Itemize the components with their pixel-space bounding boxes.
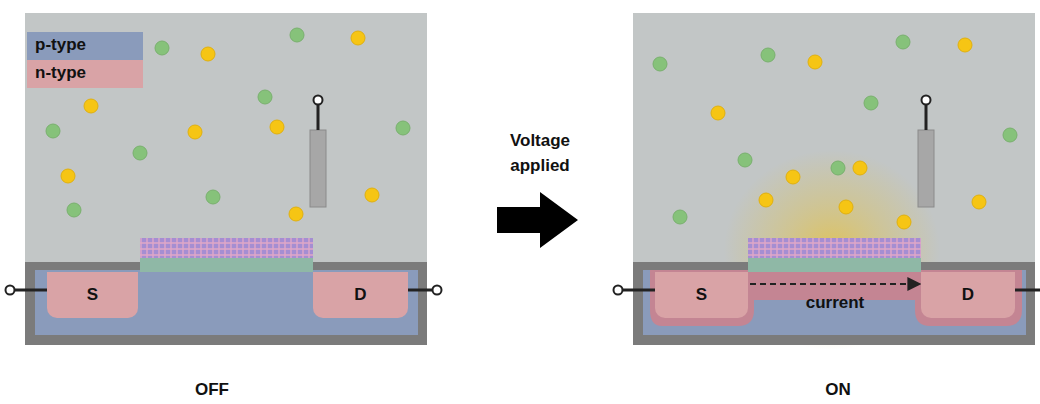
green-ion bbox=[1003, 128, 1017, 142]
region-letter: D bbox=[354, 285, 366, 305]
yellow-ion bbox=[759, 193, 773, 207]
current-arrow bbox=[750, 283, 920, 285]
green-ion bbox=[290, 28, 304, 42]
yellow-ion bbox=[201, 47, 215, 61]
transition-arrow bbox=[497, 192, 578, 248]
yellow-ion bbox=[365, 188, 379, 202]
yellow-ion bbox=[839, 200, 853, 214]
green-ion bbox=[155, 41, 169, 55]
green-ion bbox=[258, 90, 272, 104]
yellow-ion bbox=[289, 207, 303, 221]
green-ion bbox=[396, 121, 410, 135]
green-ion bbox=[46, 124, 60, 138]
state-label: ON bbox=[788, 377, 888, 402]
green-ion bbox=[206, 190, 220, 204]
green-ion bbox=[133, 146, 147, 160]
legend-text: p-type bbox=[35, 35, 86, 54]
state-label: OFF bbox=[162, 377, 262, 402]
legend-swatch: p-type bbox=[27, 32, 143, 60]
yellow-ion bbox=[958, 38, 972, 52]
yellow-ion bbox=[897, 215, 911, 229]
region-letter: S bbox=[696, 285, 707, 305]
region-letter: D bbox=[962, 285, 974, 305]
yellow-ion bbox=[188, 125, 202, 139]
green-ion bbox=[831, 161, 845, 175]
source-region: S bbox=[655, 272, 748, 318]
ion-dots bbox=[46, 28, 1017, 229]
green-ion bbox=[673, 210, 687, 224]
yellow-ion bbox=[351, 31, 365, 45]
yellow-ion bbox=[786, 170, 800, 184]
legend-swatch: n-type bbox=[27, 60, 143, 88]
yellow-ion bbox=[853, 161, 867, 175]
arrow-caption: Voltage applied bbox=[485, 128, 595, 178]
legend-text: n-type bbox=[35, 63, 86, 82]
yellow-ion bbox=[972, 195, 986, 209]
drain-region: D bbox=[921, 272, 1015, 318]
green-ion bbox=[896, 35, 910, 49]
green-ion bbox=[864, 96, 878, 110]
yellow-ion bbox=[270, 120, 284, 134]
source-region: S bbox=[47, 272, 138, 318]
yellow-ion bbox=[84, 99, 98, 113]
off-state-panel bbox=[6, 13, 442, 345]
edge-label: current bbox=[806, 293, 865, 313]
green-ion bbox=[761, 48, 775, 62]
yellow-ion bbox=[61, 169, 75, 183]
green-ion bbox=[67, 203, 81, 217]
drain-region: D bbox=[313, 272, 408, 318]
yellow-ion bbox=[711, 106, 725, 120]
region-letter: S bbox=[87, 285, 98, 305]
yellow-ion bbox=[808, 55, 822, 69]
on-state-panel bbox=[614, 13, 1040, 350]
green-ion bbox=[738, 153, 752, 167]
green-ion bbox=[653, 57, 667, 71]
